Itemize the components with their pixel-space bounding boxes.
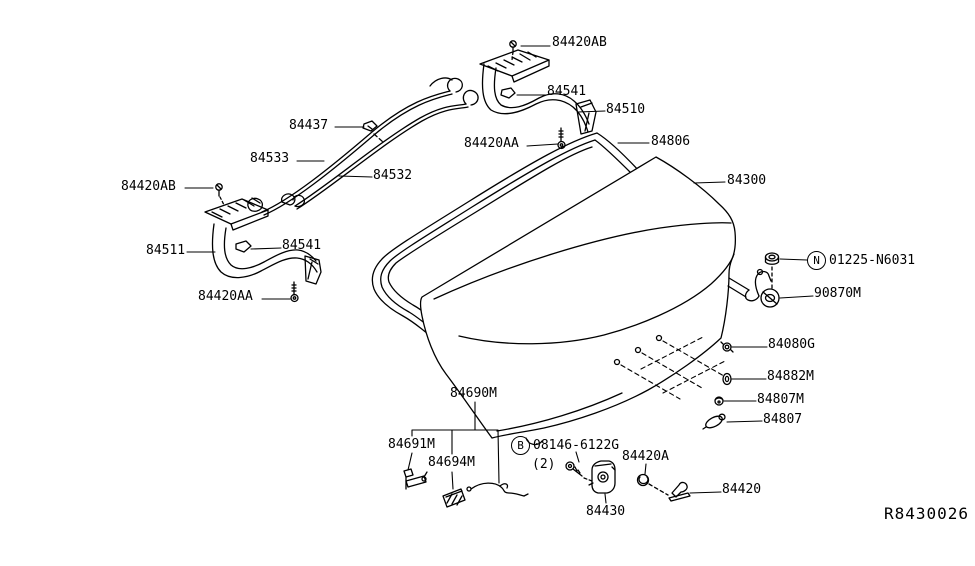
left-hinge-84511 — [204, 183, 322, 303]
part-label-84080G-14: 84080G — [768, 337, 815, 352]
part-label-84510-2: 84510 — [606, 102, 646, 117]
bolt-84080G-part — [720, 341, 734, 353]
part-label-84690M-18: 84690M — [450, 386, 497, 401]
part-label-84437-6: 84437 — [289, 118, 329, 133]
grommet-84882M-part — [722, 372, 732, 386]
part-label-84420AA-12: 84420AA — [198, 289, 253, 304]
circled-letter-B: B — [511, 436, 530, 455]
part-label-84420AB-0: 84420AB — [552, 35, 607, 50]
part-label-84420AB-9: 84420AB — [121, 179, 176, 194]
part-label-84420-23: 84420 — [722, 482, 762, 497]
escutcheon-84691M-part — [403, 468, 428, 490]
part-label-08146-6122G: 08146-6122G — [533, 438, 620, 453]
part-label-84882M-15: 84882M — [767, 369, 814, 384]
part-label-84806-4: 84806 — [651, 134, 691, 149]
part-label-84420AA-3: 84420AA — [464, 136, 519, 151]
clip-84807M-part — [714, 396, 724, 406]
part-label-84533-7: 84533 — [250, 151, 290, 166]
right-hinge-84510 — [479, 40, 597, 150]
part-label-84807M-16: 84807M — [757, 392, 804, 407]
nut-01225-part — [764, 252, 780, 292]
torsion-bar-upper — [247, 77, 463, 216]
part-label-84541-1: 84541 — [547, 84, 587, 99]
part-label-84511-10: 84511 — [146, 243, 186, 258]
cable-84690M-part — [466, 482, 529, 497]
bolt-08146-part — [565, 461, 593, 482]
torsion-bar-lower — [281, 77, 479, 210]
diagram-reference-code: R8430026 — [884, 504, 970, 523]
part-label-84300-5: 84300 — [727, 173, 767, 188]
part-label-90870M-13: 90870M — [814, 286, 861, 301]
part-label-84807-17: 84807 — [763, 412, 803, 427]
part-label-84420A-22: 84420A — [622, 449, 669, 464]
circled-letter-N: N — [807, 251, 826, 270]
grommet-84420A-part — [636, 473, 669, 496]
bracket-90870M-part — [727, 268, 780, 308]
part-label-01225-N6031: 01225-N6031 — [829, 253, 916, 268]
part-label-84694M-20: 84694M — [428, 455, 475, 470]
part-label-84532-8: 84532 — [373, 168, 413, 183]
part-label-84691M-19: 84691M — [388, 437, 435, 452]
part-label-84541-11: 84541 — [282, 238, 322, 253]
striker-84420-part — [668, 481, 691, 502]
latch-84430-part — [588, 460, 616, 494]
bumper-84807-part — [702, 413, 726, 430]
bracket-84694M-part — [442, 488, 466, 508]
quantity-note: (2) — [532, 457, 556, 472]
part-label-84430-21: 84430 — [586, 504, 626, 519]
trunk-lid-84300 — [419, 156, 737, 446]
leader-lines — [184, 45, 814, 504]
